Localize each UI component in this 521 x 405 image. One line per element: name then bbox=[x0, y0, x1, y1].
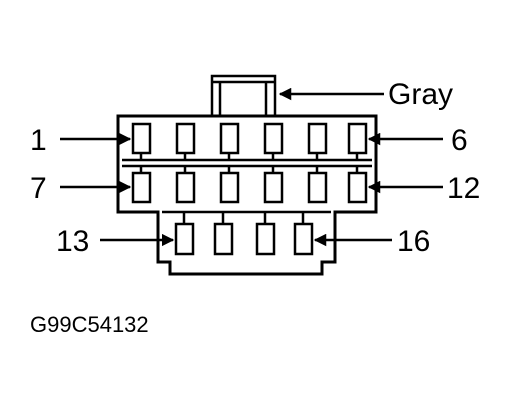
pin-11 bbox=[307, 171, 328, 204]
pin-3 bbox=[219, 122, 240, 155]
label-pin-7: 7 bbox=[30, 172, 47, 205]
pin-row-bottom-stubs bbox=[182, 212, 305, 224]
pin-5 bbox=[307, 122, 328, 155]
pin-row-top-stubs bbox=[139, 153, 359, 160]
pin-13 bbox=[174, 222, 195, 256]
connector-locking-tab bbox=[210, 74, 277, 118]
pin-2 bbox=[175, 122, 196, 155]
connector-body bbox=[116, 114, 378, 276]
pin-7 bbox=[131, 171, 152, 204]
pin-9 bbox=[219, 171, 240, 204]
pin-row-top bbox=[131, 122, 368, 155]
pin-row-middle bbox=[131, 171, 368, 204]
pin-10 bbox=[263, 171, 284, 204]
pin-6 bbox=[347, 122, 368, 155]
label-pin-16: 16 bbox=[397, 225, 430, 258]
label-pin-6: 6 bbox=[451, 124, 468, 157]
figure-code: G99C54132 bbox=[30, 312, 149, 337]
pin-14 bbox=[213, 222, 234, 256]
pin-8 bbox=[175, 171, 196, 204]
row-separators bbox=[122, 158, 372, 214]
pin-row-bottom bbox=[174, 222, 314, 256]
pin-4 bbox=[263, 122, 284, 155]
pin-16 bbox=[293, 222, 314, 256]
leader-arrows bbox=[60, 87, 443, 247]
label-pin-12: 12 bbox=[447, 172, 480, 205]
pin-15 bbox=[255, 222, 276, 256]
label-gray: Gray bbox=[388, 78, 453, 111]
label-pin-1: 1 bbox=[30, 124, 47, 157]
pin-12 bbox=[347, 171, 368, 204]
pin-1 bbox=[131, 122, 152, 155]
label-pin-13: 13 bbox=[56, 225, 89, 258]
